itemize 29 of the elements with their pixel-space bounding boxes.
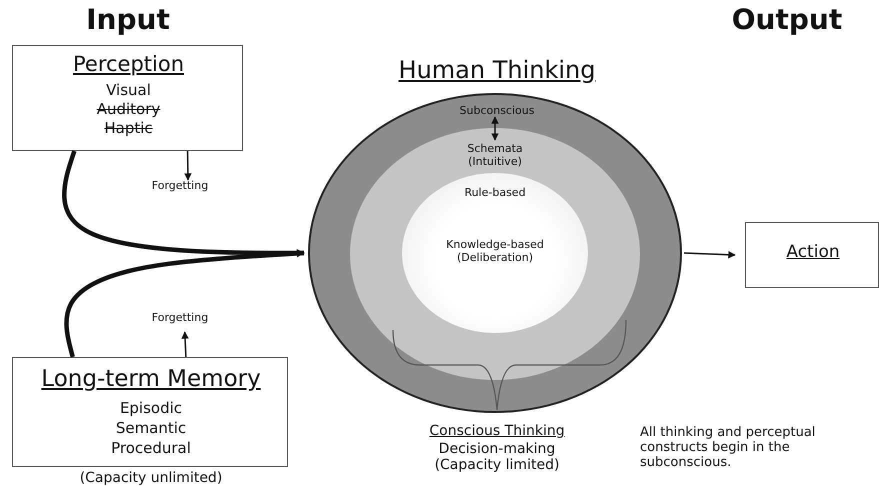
caption-text: Conscious Thinking (428, 423, 566, 440)
caption-text: (Capacity unlimited) (78, 470, 224, 486)
item-text: Subconscious (458, 105, 536, 118)
arrow (181, 331, 189, 358)
struck-text: Haptic (103, 120, 154, 138)
heading-text: Action (785, 243, 841, 263)
item-text: Semantic (114, 420, 188, 438)
heading-text: Perception (72, 52, 186, 76)
item-text: Knowledge-based (Deliberation) (445, 239, 545, 264)
heading-text: Human Thinking (398, 57, 596, 85)
arrow (491, 116, 499, 141)
item-text: Rule-based (463, 187, 527, 200)
item-text: Episodic (118, 400, 184, 418)
process-box (12, 45, 243, 151)
item-text: Procedural (110, 440, 192, 458)
struck-text: Auditory (96, 101, 162, 118)
process-box (745, 222, 879, 288)
heading-text: Long-term Memory (40, 366, 262, 392)
caption-text: Decision-making (Capacity limited) (434, 441, 560, 474)
section-heading: Output (730, 4, 844, 36)
arrow (684, 251, 736, 258)
item-text: Forgetting (150, 312, 210, 325)
arrow (184, 150, 192, 181)
section-heading: Input (85, 4, 171, 36)
item-text: Visual (105, 82, 152, 100)
note-text: All thinking and perceptual constructs begin in the subconscious. (640, 426, 816, 471)
item-text: Forgetting (150, 180, 210, 193)
arrow (64, 249, 305, 358)
item-text: Schemata (Intuitive) (466, 143, 524, 168)
